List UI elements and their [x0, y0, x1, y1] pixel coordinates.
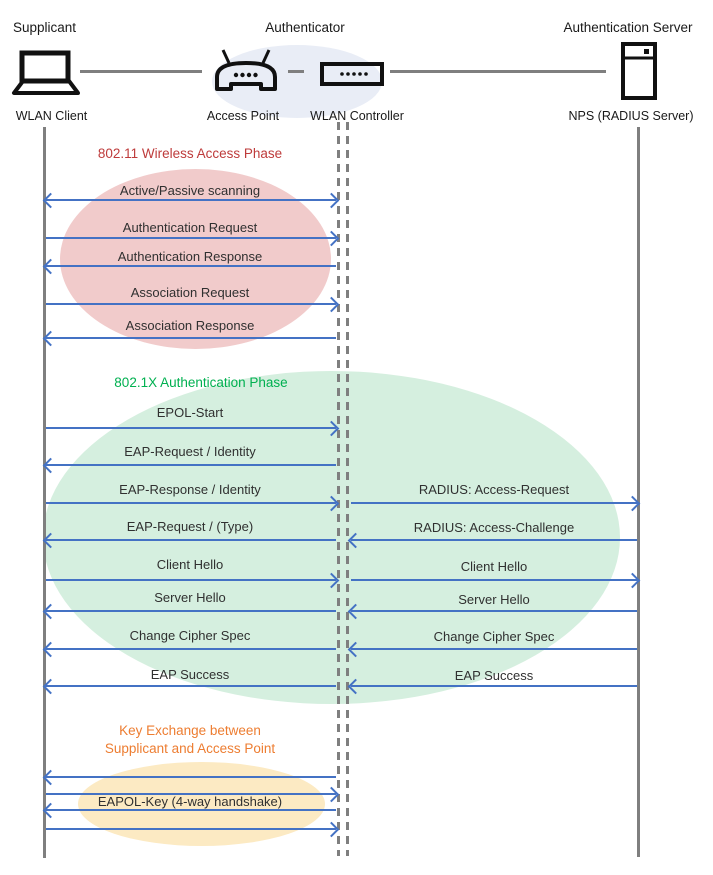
message-arrow-epol-start [46, 420, 340, 437]
node-label-nps-radius-server: NPS (RADIUS Server) [568, 109, 694, 123]
phase-title-key-exchange-line2: Supplicant and Access Point [104, 741, 276, 756]
lifeline-radius-server [637, 127, 640, 857]
wlan-controller-icon [320, 62, 384, 86]
message-arrow-change-cipher-spec-left [42, 641, 336, 658]
message-arrow-eap-success-left [42, 678, 336, 695]
message-arrow-eap-request-type [42, 532, 336, 549]
role-label-supplicant: Supplicant [13, 20, 77, 35]
message-label-server-hello-right: Server Hello [458, 592, 530, 607]
message-label-eapol-key: EAPOL-Key (4-way handshake) [97, 794, 283, 809]
message-arrow-radius-access-request [351, 495, 641, 512]
message-arrow-change-cipher-spec-right [347, 641, 637, 658]
node-label-wlan-controller: WLAN Controller [310, 109, 404, 123]
message-arrow-eap-response-identity [46, 495, 340, 512]
message-label-epol-start: EPOL-Start [156, 405, 224, 420]
message-label-eap-success-left: EAP Success [150, 667, 230, 682]
node-label-wlan-client: WLAN Client [15, 109, 88, 123]
message-arrow-association-request [46, 296, 340, 313]
message-arrow-authentication-request [46, 230, 340, 247]
message-label-client-hello-right: Client Hello [460, 559, 528, 574]
message-arrow-client-hello-left [46, 572, 340, 589]
phase-title-8021x: 802.1X Authentication Phase [114, 375, 288, 390]
message-arrow-radius-access-challenge [347, 532, 637, 549]
authenticator-bubble [212, 45, 382, 118]
message-label-eap-response-identity: EAP-Response / Identity [119, 482, 261, 497]
message-arrow-eapol-key-4 [46, 821, 340, 838]
message-arrow-authentication-response [42, 258, 336, 275]
message-label-eap-request-identity: EAP-Request / Identity [124, 444, 256, 459]
connector-ap-controller [288, 70, 304, 73]
laptop-icon [10, 50, 82, 96]
message-arrow-eap-success-right [347, 678, 637, 695]
connector-client-ap [80, 70, 202, 73]
message-label-authentication-request: Authentication Request [122, 220, 258, 235]
connector-controller-server [390, 70, 606, 73]
message-arrow-server-hello-left [42, 603, 336, 620]
role-label-authenticator: Authenticator [265, 20, 345, 35]
message-label-client-hello-left: Client Hello [156, 557, 224, 572]
message-label-scanning: Active/Passive scanning [119, 183, 261, 198]
message-label-change-cipher-spec-left: Change Cipher Spec [129, 628, 251, 643]
message-label-eap-success-right: EAP Success [454, 668, 534, 683]
access-point-icon [212, 48, 280, 92]
message-label-eap-request-type: EAP-Request / (Type) [126, 519, 254, 534]
message-label-change-cipher-spec-right: Change Cipher Spec [433, 629, 555, 644]
message-arrow-eap-request-identity [42, 457, 336, 474]
lifeline-wlan-controller-a [337, 122, 340, 856]
message-label-server-hello-left: Server Hello [154, 590, 226, 605]
message-label-authentication-response: Authentication Response [117, 249, 263, 264]
message-label-radius-access-challenge: RADIUS: Access-Challenge [413, 520, 575, 535]
message-arrow-association-response [42, 330, 336, 347]
message-arrow-scanning [42, 192, 340, 209]
message-arrow-eapol-key-2 [46, 786, 340, 803]
message-arrow-eapol-key-3 [42, 802, 336, 819]
server-icon [621, 42, 657, 100]
phase-title-80211: 802.11 Wireless Access Phase [97, 146, 283, 161]
message-label-association-response: Association Response [125, 318, 255, 333]
message-arrow-server-hello-right [347, 603, 637, 620]
message-arrow-client-hello-right [351, 572, 641, 589]
node-label-access-point: Access Point [206, 109, 280, 123]
phase-title-key-exchange-line1: Key Exchange between [119, 723, 261, 738]
message-label-radius-access-request: RADIUS: Access-Request [418, 482, 570, 497]
lifeline-wlan-controller-b [346, 122, 349, 856]
lifeline-wlan-client [43, 127, 46, 858]
message-arrow-eapol-key-1 [42, 769, 336, 786]
message-label-association-request: Association Request [130, 285, 250, 300]
role-label-authentication-server: Authentication Server [563, 20, 693, 35]
